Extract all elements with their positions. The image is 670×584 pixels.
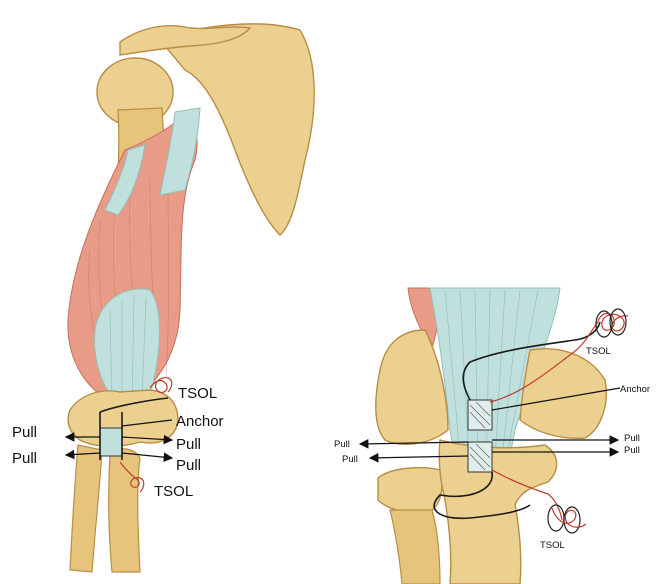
closeup-tsol-coil-bottom: [552, 508, 586, 527]
label-pull-left-2: Pull: [12, 450, 37, 467]
label-anchor-left: Anchor: [176, 413, 224, 430]
closeup-radius-shaft: [390, 510, 440, 584]
closeup-ulna: [439, 440, 556, 584]
closeup-label-tsol-bottom: TSOL: [540, 540, 565, 551]
closeup-label-pull-left-2: Pull: [342, 454, 358, 465]
label-pull-right-2: Pull: [176, 457, 201, 474]
closeup-label-tsol-top: TSOL: [586, 346, 611, 357]
radius: [70, 445, 102, 572]
closeup-radius-head: [378, 468, 442, 513]
closeup-tsol-coil-top: [598, 313, 628, 330]
tendon-repair-site: [100, 428, 122, 456]
label-tsol-top-left: TSOL: [178, 385, 217, 402]
left-panel-arm: TSOL Anchor Pull Pull Pull Pull TSOL: [12, 24, 314, 572]
closeup-label-pull-left-1: Pull: [334, 439, 350, 450]
closeup-label-pull-right-2: Pull: [624, 445, 640, 456]
label-pull-right-1: Pull: [176, 436, 201, 453]
closeup-distal-humerus: [376, 330, 448, 444]
closeup-tsol-ring-bottom-2: [564, 507, 580, 533]
right-panel-closeup: TSOL Anchor Pull Pull Pull Pull TSOL: [334, 288, 650, 584]
closeup-label-anchor: Anchor: [620, 384, 650, 395]
label-pull-left-1: Pull: [12, 424, 37, 441]
closeup-label-pull-right-1: Pull: [624, 433, 640, 444]
closeup-distal-humerus-lateral: [520, 349, 606, 439]
label-tsol-bottom-left: TSOL: [154, 483, 193, 500]
